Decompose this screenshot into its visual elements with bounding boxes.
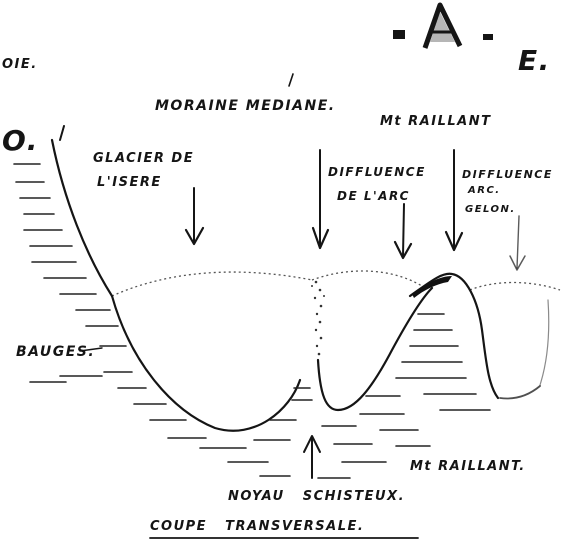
eastern-basin: [500, 300, 549, 399]
bauges-label: BAUGES.: [16, 344, 95, 360]
glacier-bed-central: [318, 288, 432, 410]
west-marker: O.: [2, 124, 39, 157]
median-moraine-dots: [311, 281, 325, 356]
moraine-pointer: [289, 74, 293, 86]
mt-railliant-ridge: [410, 274, 498, 398]
glacier-surface: [112, 271, 560, 296]
section-marker-left-dash: [393, 30, 405, 39]
coupe-transversale-title: COUPE TRANSVERSALE.: [150, 519, 364, 534]
bedrock-hatching-west: [14, 164, 206, 438]
arrow-moraine-mediane: [313, 150, 328, 248]
moraine-mediane-label: MORAINE MEDIANE.: [155, 98, 336, 114]
arrow-mt-railliant: [446, 150, 462, 250]
bedrock-hatching-east: [396, 314, 490, 446]
mt-railliant-top-label: Mt RAILLANT: [380, 114, 491, 129]
arrow-glacier-isere: [186, 188, 203, 244]
diffluence-arc-label-line2: DE L'ARC: [337, 189, 410, 203]
mt-railliant-bottom-label: Mt RAILLANT.: [410, 459, 526, 474]
diffluence-arc-label-line1: DIFFLUENCE: [328, 165, 426, 179]
arrow-diffluence-gelon: [510, 216, 525, 270]
noyau-schisteux-label: NOYAU SCHISTEUX.: [228, 489, 405, 504]
diffluence-gelon-label-line2: ARC.: [467, 185, 501, 196]
arrow-noyau-schisteux: [304, 436, 320, 478]
diffluence-gelon-label-line3: GELON.: [465, 204, 516, 215]
glacier-isere-label-line1: GLACIER DE: [93, 151, 194, 166]
section-marker-right-dash: [483, 34, 493, 40]
section-marker-triangle: [425, 5, 460, 48]
glacier-bed-west: [112, 296, 300, 431]
west-label-fragment: OIE.: [2, 57, 38, 72]
glacier-isere-label-line2: L'ISERE: [97, 175, 162, 190]
arrow-diffluence-arc: [395, 204, 411, 258]
diffluence-gelon-label-line1: DIFFLUENCE: [462, 168, 553, 181]
bedrock-hatching-centre: [200, 388, 418, 478]
east-label: E.: [518, 44, 551, 77]
